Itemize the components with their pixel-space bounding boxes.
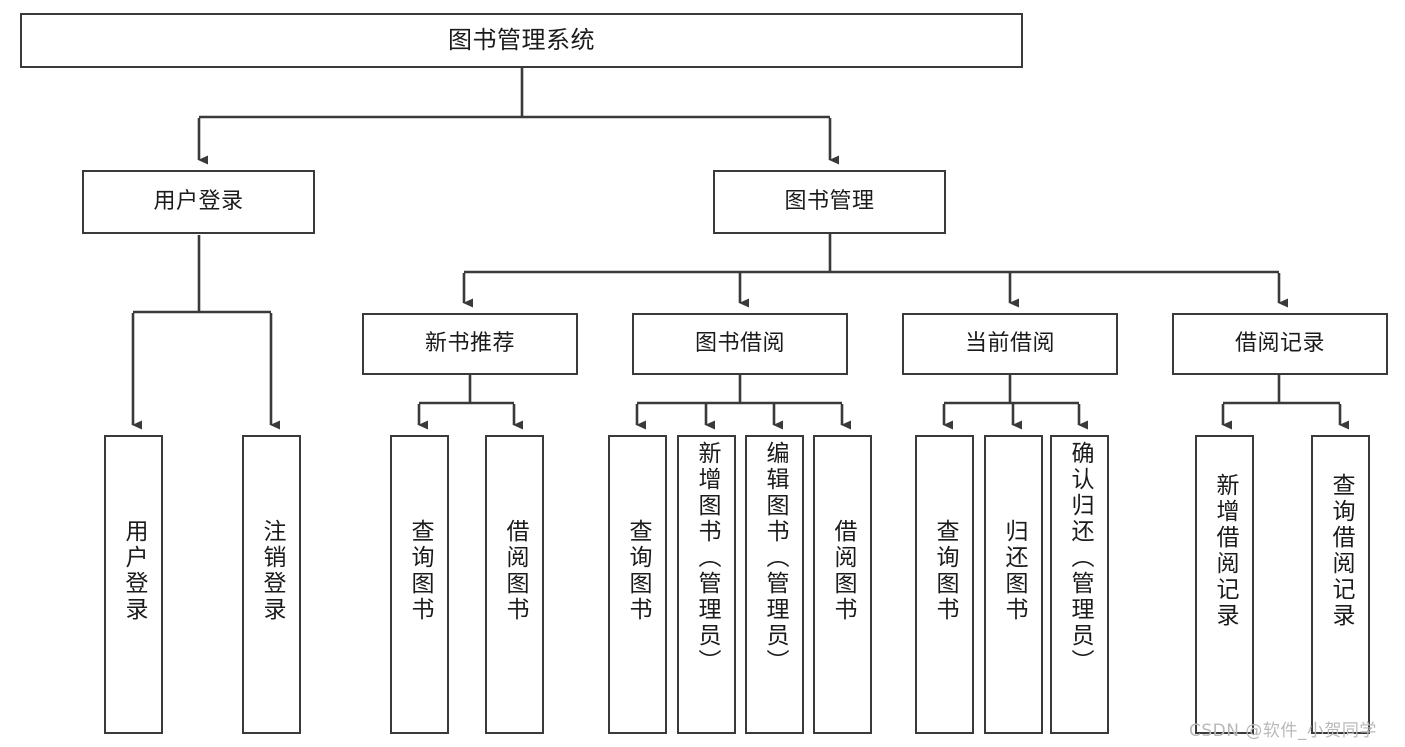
leaf-query-borrow-record-label: 查询借阅记录 bbox=[1328, 473, 1354, 629]
leaf-confirm-return-admin[interactable]: 确认归还（管理员） bbox=[1050, 435, 1109, 734]
node-book-management[interactable]: 图书管理 bbox=[713, 170, 946, 234]
leaf-borrow-book[interactable]: 借阅图书 bbox=[813, 435, 872, 734]
leaf-add-borrow-record-label: 新增借阅记录 bbox=[1212, 473, 1238, 629]
node-root-label: 图书管理系统 bbox=[448, 26, 595, 55]
leaf-edit-book-admin[interactable]: 编辑图书（管理员） bbox=[745, 435, 804, 734]
leaf-add-borrow-record[interactable]: 新增借阅记录 bbox=[1195, 435, 1254, 734]
leaf-query-book-current-label: 查询图书 bbox=[932, 519, 958, 623]
leaf-logout[interactable]: 注销登录 bbox=[242, 435, 301, 734]
leaf-borrow-book-recommend[interactable]: 借阅图书 bbox=[485, 435, 544, 734]
leaf-add-book-admin-label: 新增图书（管理员） bbox=[694, 441, 720, 675]
leaf-query-book-recommend-label: 查询图书 bbox=[407, 519, 433, 623]
leaf-add-book-admin[interactable]: 新增图书（管理员） bbox=[677, 435, 736, 734]
leaf-edit-book-admin-label: 编辑图书（管理员） bbox=[762, 441, 788, 675]
leaf-query-book-current[interactable]: 查询图书 bbox=[915, 435, 974, 734]
leaf-user-login-label: 用户登录 bbox=[121, 519, 147, 623]
leaf-return-book[interactable]: 归还图书 bbox=[984, 435, 1043, 734]
leaf-borrow-book-recommend-label: 借阅图书 bbox=[502, 519, 528, 623]
leaf-query-book-borrow-label: 查询图书 bbox=[625, 519, 651, 623]
node-book-borrow[interactable]: 图书借阅 bbox=[632, 313, 848, 375]
node-new-book-recommend[interactable]: 新书推荐 bbox=[362, 313, 578, 375]
node-book-borrow-label: 图书借阅 bbox=[694, 331, 785, 357]
node-user-login[interactable]: 用户登录 bbox=[82, 170, 315, 234]
node-borrow-records-label: 借阅记录 bbox=[1234, 331, 1325, 357]
leaf-logout-label: 注销登录 bbox=[259, 519, 285, 623]
leaf-query-borrow-record[interactable]: 查询借阅记录 bbox=[1311, 435, 1370, 734]
node-current-borrow-label: 当前借阅 bbox=[964, 331, 1055, 357]
node-root[interactable]: 图书管理系统 bbox=[20, 13, 1023, 68]
leaf-query-book-borrow[interactable]: 查询图书 bbox=[608, 435, 667, 734]
leaf-return-book-label: 归还图书 bbox=[1001, 519, 1027, 623]
leaf-borrow-book-label: 借阅图书 bbox=[830, 519, 856, 623]
node-user-login-label: 用户登录 bbox=[153, 189, 244, 215]
node-borrow-records[interactable]: 借阅记录 bbox=[1172, 313, 1388, 375]
leaf-query-book-recommend[interactable]: 查询图书 bbox=[390, 435, 449, 734]
leaf-confirm-return-admin-label: 确认归还（管理员） bbox=[1067, 441, 1093, 675]
node-book-management-label: 图书管理 bbox=[784, 189, 875, 215]
node-current-borrow[interactable]: 当前借阅 bbox=[902, 313, 1118, 375]
leaf-user-login[interactable]: 用户登录 bbox=[104, 435, 163, 734]
node-new-book-recommend-label: 新书推荐 bbox=[424, 331, 515, 357]
csdn-watermark: CSDN @软件_小贺同学 bbox=[1189, 721, 1377, 741]
